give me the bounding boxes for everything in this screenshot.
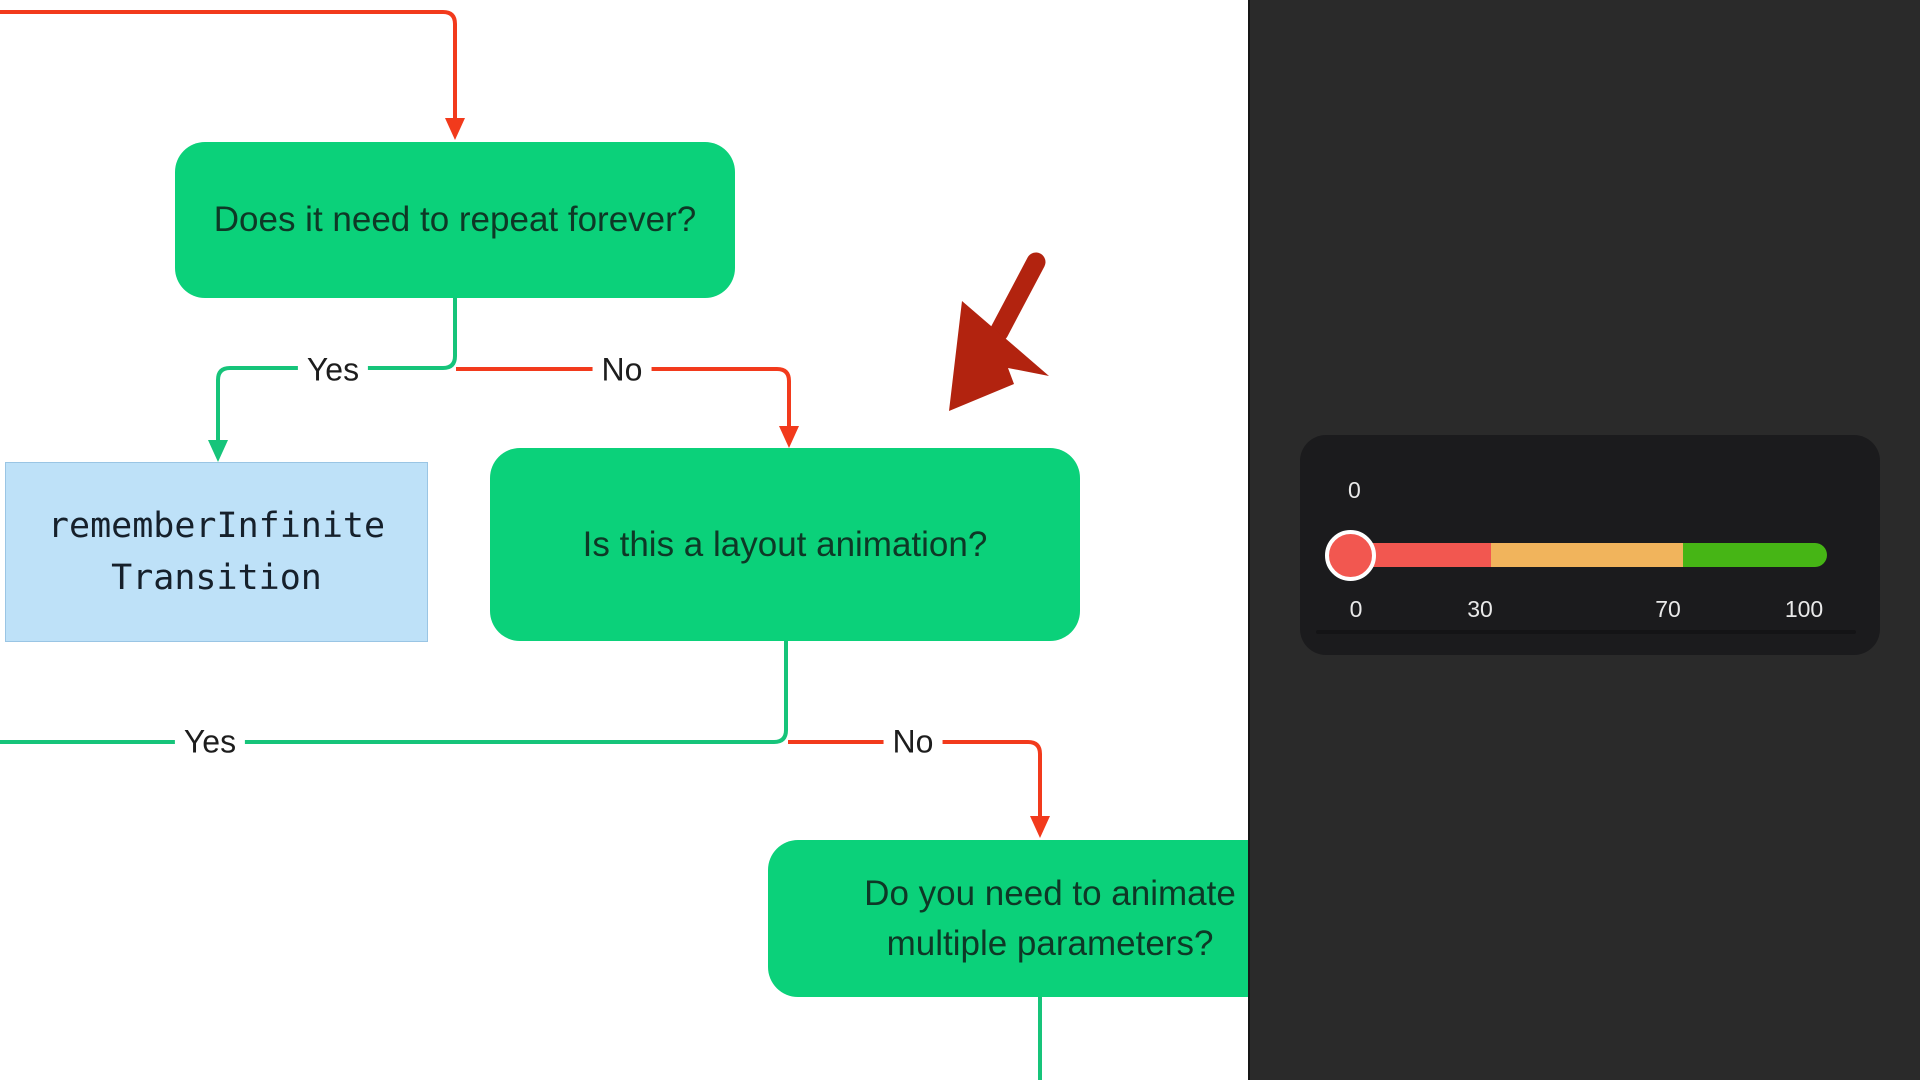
node-multiple-parameters-line2: multiple parameters? (886, 923, 1214, 963)
slider-tick-70: 70 (1655, 596, 1681, 622)
node-layout-animation-label: Is this a layout animation? (582, 524, 988, 564)
hand-drawn-arrow-head (949, 301, 1049, 411)
arrowhead-into-remember (208, 440, 228, 462)
edge-q2-yes (0, 641, 788, 744)
edge-q1-no (456, 367, 791, 428)
slider-tick-100: 100 (1784, 596, 1824, 622)
slider-value-readout: 0 (1348, 477, 1361, 503)
node-repeat-forever-label: Does it need to repeat forever? (213, 200, 697, 239)
node-repeat-forever: Does it need to repeat forever? (175, 142, 735, 298)
arrowhead-into-q3 (1030, 816, 1050, 838)
arrowhead-into-q2 (779, 426, 799, 448)
node-remember-line1: rememberInfinite (47, 506, 386, 546)
edge-label-no-2: No (883, 723, 943, 761)
card-divider (1316, 630, 1856, 634)
hand-drawn-arrow-shaft (989, 252, 1046, 342)
node-layout-animation: Is this a layout animation? (490, 448, 1080, 641)
slider-card: 0 0 30 70 100 (1300, 435, 1880, 655)
slider-tick-30: 30 (1467, 596, 1493, 622)
node-remember-line2: Transition (111, 558, 322, 598)
slider-track[interactable] (1347, 543, 1827, 567)
slider-thumb[interactable] (1325, 530, 1376, 581)
slider-tick-0: 0 (1349, 596, 1363, 622)
node-remember-infinite-transition: rememberInfinite Transition (5, 462, 428, 642)
edge-q2-no (788, 740, 1042, 818)
slider-segment-green (1683, 543, 1827, 567)
node-multiple-parameters: Do you need to animate multiple paramete… (768, 840, 1332, 997)
edge-in-from-left (0, 10, 457, 120)
edge-label-yes-1: Yes (297, 351, 369, 389)
node-multiple-parameters-line1: Do you need to animate (864, 873, 1236, 913)
arrowhead-into-q1 (445, 118, 465, 140)
side-panel: 0 0 30 70 100 (1248, 0, 1920, 1080)
edge-label-yes-2: Yes (174, 723, 246, 761)
slider-segment-orange (1491, 543, 1683, 567)
edge-label-no-1: No (592, 351, 652, 389)
